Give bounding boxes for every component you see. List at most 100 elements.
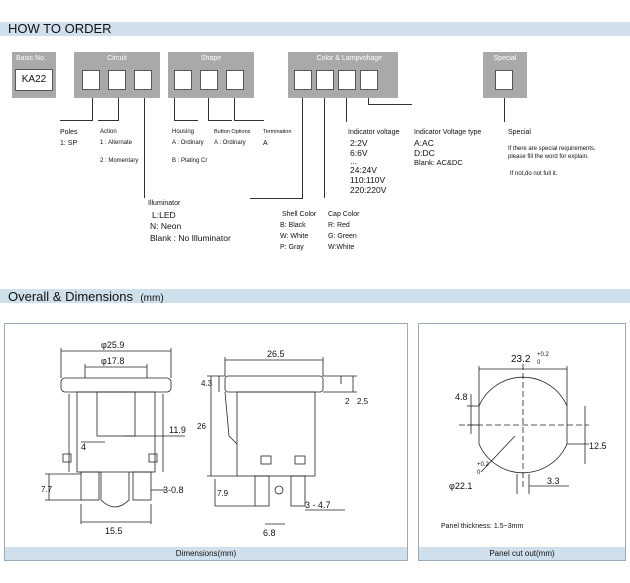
indicator-voltage-opt-3: ... [350, 156, 358, 166]
dim-d68: 6.8 [263, 528, 276, 538]
special-slot [495, 70, 513, 90]
color-slot-4 [360, 70, 378, 90]
shape-slot-2 [200, 70, 218, 90]
dimensions-drawing-panel: φ25.9 φ17.8 11.9 4 7.7 3-0.8 15.5 26.5 4… [4, 323, 408, 561]
illuminator-title: Illuminator [148, 200, 181, 207]
circuit-slot-1 [82, 70, 100, 90]
panel-cutout-drawing: 23.2 +0.2 0 4.8 12.5 φ22.1 +0.2 0 3.3 Pa… [441, 352, 607, 530]
dimensions-unit: (mm) [140, 293, 164, 304]
button-options-connector [208, 98, 209, 120]
front-terminal-right [132, 471, 152, 501]
dim-d26: 26 [197, 422, 206, 431]
cutout-d221-tol: +0.2 [477, 462, 490, 468]
panel-thickness: Panel thickness: 1.5~3mm [441, 523, 523, 530]
dim-d347: 3 - 4.7 [305, 500, 331, 510]
shape-label: Shape [200, 55, 222, 62]
basic-no-value-box: KA22 [15, 69, 53, 91]
indicator-type-connector-h [368, 104, 412, 105]
dim-d155: 15.5 [105, 526, 123, 536]
shape-slot-3 [226, 70, 244, 90]
color-slot-2 [316, 70, 334, 90]
dimensions-title-text: Overall & Dimensions [8, 289, 133, 304]
dimensions-drawing: φ25.9 φ17.8 11.9 4 7.7 3-0.8 15.5 26.5 4… [41, 340, 369, 538]
action-opt-1: 1 : Alternate [100, 140, 133, 146]
cap-color-opt-3: W:White [328, 244, 355, 251]
button-options-title: Button Options [214, 129, 251, 135]
cutout-d221-tol0: 0 [477, 470, 481, 476]
side-terminal-right [290, 475, 306, 507]
cutout-d221: φ22.1 [449, 481, 472, 491]
shell-color-opt-1: B: Black [280, 222, 306, 229]
circuit-box: Circuit [74, 52, 160, 98]
color-lamp-label: Color & Lampvoltage [316, 55, 382, 62]
poles-connector [92, 98, 93, 120]
button-options-opt-1: A : Ordinary [214, 140, 246, 146]
shell-color-opt-3: P: Gray [280, 244, 304, 251]
side-lamp [274, 485, 284, 495]
illuminator-opt-3: Blank : No Illuminator [150, 233, 231, 243]
dim-d2: 2 [345, 397, 350, 406]
illuminator-connector [144, 98, 145, 198]
action-title: Action [100, 129, 117, 135]
cutout-d125: 12.5 [589, 441, 607, 451]
front-lamp [100, 472, 130, 508]
dim-d259: φ25.9 [101, 340, 124, 350]
action-connector-h [98, 120, 119, 121]
dim-d25: 2.5 [357, 397, 369, 406]
indicator-voltage-opt-6: 220:220V [350, 185, 387, 195]
termination-title: Termination [263, 129, 292, 135]
how-to-order-title: HOW TO ORDER [8, 21, 112, 36]
housing-opt-1: A : Ordinary [172, 140, 204, 146]
special-label: Special [493, 55, 517, 62]
shape-box: Shape [168, 52, 254, 98]
cutout-d232-tol: +0.2 [537, 352, 550, 358]
poles-value: 1: SP [60, 140, 78, 147]
special-line-3: If not,do not full it. [510, 171, 558, 177]
dim-d43: 4.3 [201, 379, 213, 388]
circuit-slot-3 [134, 70, 152, 90]
button-options-connector-h [208, 120, 232, 121]
dim-d77: 7.7 [41, 485, 53, 494]
illuminator-opt-1: L:LED [152, 210, 176, 220]
dimensions-header: Overall & Dimensions (mm) [0, 289, 630, 304]
indicator-type-connector [368, 98, 369, 104]
basic-no-value: KA22 [21, 74, 47, 85]
side-bezel [224, 375, 324, 393]
cutout-d33: 3.3 [547, 476, 560, 486]
shell-color-opt-2: W: White [280, 233, 309, 240]
indicator-type-title: Indicator Voltage type [414, 129, 482, 136]
cap-color-title: Cap Color [328, 211, 360, 218]
cap-color-opt-1: R: Red [328, 222, 350, 229]
front-button [96, 391, 136, 437]
dim-d119: 11.9 [169, 425, 186, 435]
dim-d265: 26.5 [267, 349, 285, 359]
panel-cutout-panel: 23.2 +0.2 0 4.8 12.5 φ22.1 +0.2 0 3.3 Pa… [418, 323, 626, 561]
illuminator-opt-2: N: Neon [150, 221, 182, 231]
special-connector [504, 98, 505, 122]
front-bezel [60, 377, 172, 393]
indicator-type-opt-1: A:AC [414, 138, 434, 148]
side-body [236, 391, 316, 477]
panel-cutout-caption: Panel cut out(mm) [419, 547, 625, 560]
housing-title: Housing [172, 129, 195, 135]
cutout-d232: 23.2 [511, 354, 531, 365]
basic-no-label: Basic No. [16, 55, 46, 62]
termination-opt-1: A [263, 140, 268, 147]
cap-color-opt-2: G: Green [328, 233, 357, 240]
shell-color-connector-h [250, 198, 303, 199]
indicator-voltage-connector [346, 98, 347, 122]
special-line-1: If there are special requirements, [508, 146, 596, 152]
shell-color-connector [302, 98, 303, 198]
dim-d4: 4 [81, 442, 86, 452]
housing-connector [174, 98, 175, 120]
housing-opt-2: B : Plating Cr [172, 158, 208, 164]
color-slot-3 [338, 70, 356, 90]
color-lamp-box: Color & Lampvoltage [288, 52, 398, 98]
indicator-type-opt-3: Blank: AC&DC [414, 158, 463, 167]
poles-connector-h [60, 120, 93, 121]
cap-color-connector [324, 98, 325, 198]
front-body [76, 391, 156, 473]
termination-connector-h [234, 120, 264, 121]
termination-connector [234, 98, 235, 120]
dim-d178: φ17.8 [101, 356, 124, 366]
